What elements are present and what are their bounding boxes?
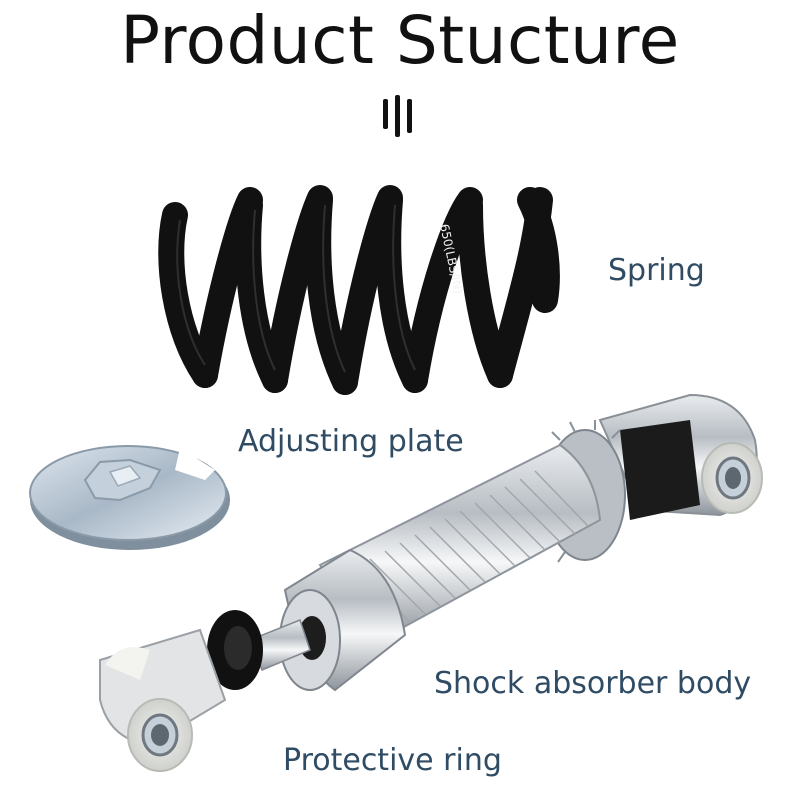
page-title: Product Stucture xyxy=(120,2,680,79)
adjusting-plate-label: Adjusting plate xyxy=(238,424,464,459)
divider-icon xyxy=(383,95,423,140)
shock-absorber-body-label: Shock absorber body xyxy=(434,666,752,701)
protective-ring-label: Protective ring xyxy=(283,743,502,778)
shock-absorber-image xyxy=(99,393,763,772)
spring-image xyxy=(158,185,560,395)
adjusting-plate-image xyxy=(29,445,230,550)
spring-label: Spring xyxy=(608,253,705,288)
